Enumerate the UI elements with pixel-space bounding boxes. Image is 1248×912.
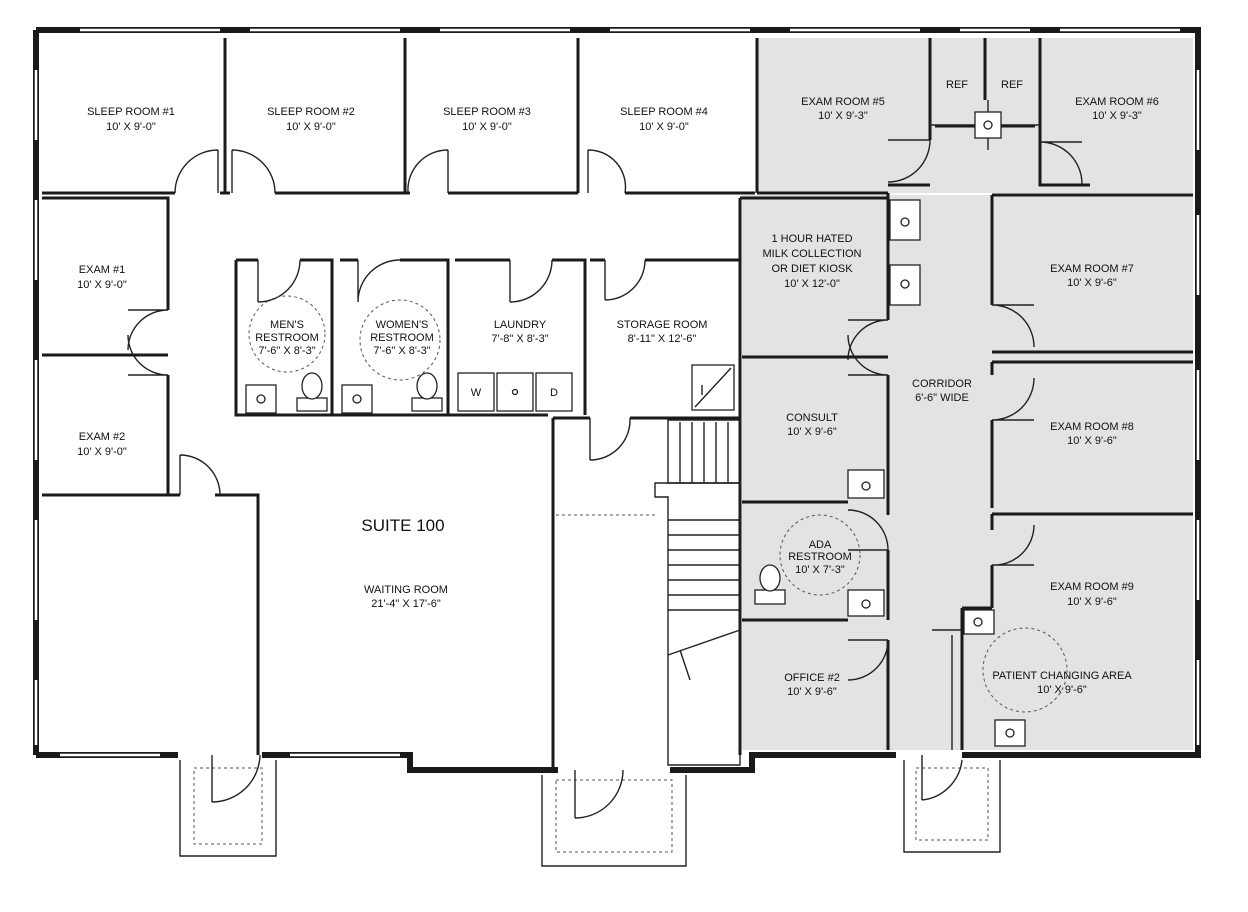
sleep-room-1-name: SLEEP ROOM #1	[87, 106, 175, 118]
changing-area-name: PATIENT CHANGING AREA	[992, 670, 1132, 682]
sleep-room-2-size: 10' X 9'-0"	[286, 121, 336, 133]
consult-size: 10' X 9'-6"	[787, 426, 837, 438]
office-2-size: 10' X 9'-6"	[787, 686, 837, 698]
office-2-name: OFFICE #2	[784, 672, 840, 684]
waiting-room-name: WAITING ROOM	[364, 584, 448, 596]
washer-label: W	[471, 387, 482, 399]
storage-room-name: STORAGE ROOM	[617, 319, 708, 331]
exterior-walls	[33, 27, 1201, 773]
turning-circles	[248, 295, 1068, 713]
ada-restroom-size: 10' X 7'-3"	[795, 564, 845, 576]
sleep-room-1-size: 10' X 9'-0"	[106, 121, 156, 133]
storage-room-size: 8'-11" X 12'-6"	[628, 333, 697, 345]
exam-room-7-size: 10' X 9'-6"	[1067, 277, 1117, 289]
exam-room-6-size: 10' X 9'-3"	[1092, 110, 1142, 122]
ref-right-label: REF	[1001, 79, 1023, 91]
kiosk-size: 10' X 12'-0"	[784, 278, 840, 290]
womens-restroom-size: 7'-6" X 8'-3"	[373, 345, 430, 357]
womens-restroom-line2: RESTROOM	[370, 332, 434, 344]
doors	[127, 139, 1083, 819]
kiosk-line2: MILK COLLECTION	[762, 248, 861, 260]
shaded-clinical-area	[742, 38, 1193, 750]
entry-porches	[179, 760, 1001, 867]
exam-room-5-name: EXAM ROOM #5	[801, 96, 885, 108]
dryer-label: D	[550, 387, 558, 399]
fixtures	[245, 100, 1040, 747]
exam-room-9-size: 10' X 9'-6"	[1067, 596, 1117, 608]
changing-area-size: 10' X 9'-6"	[1037, 684, 1087, 696]
sleep-room-4-name: SLEEP ROOM #4	[620, 106, 708, 118]
exam-room-5-size: 10' X 9'-3"	[818, 110, 868, 122]
exam-2-size: 10' X 9'-0"	[77, 446, 127, 458]
stairs	[556, 422, 741, 681]
exam-room-9-name: EXAM ROOM #9	[1050, 581, 1134, 593]
ada-restroom-line2: RESTROOM	[788, 551, 852, 563]
laundry-name: LAUNDRY	[494, 319, 547, 331]
corridor-name: CORRIDOR	[912, 378, 972, 390]
room-labels: SLEEP ROOM #1 10' X 9'-0" SLEEP ROOM #2 …	[77, 79, 1159, 698]
exam-1-size: 10' X 9'-0"	[77, 279, 127, 291]
ref-left-label: REF	[946, 79, 968, 91]
sleep-room-3-name: SLEEP ROOM #3	[443, 106, 531, 118]
sleep-room-3-size: 10' X 9'-0"	[462, 121, 512, 133]
exam-room-8-name: EXAM ROOM #8	[1050, 421, 1134, 433]
exam-room-6-name: EXAM ROOM #6	[1075, 96, 1159, 108]
sleep-room-2-name: SLEEP ROOM #2	[267, 106, 355, 118]
exam-2-name: EXAM #2	[79, 431, 125, 443]
exam-room-7-name: EXAM ROOM #7	[1050, 263, 1134, 275]
womens-restroom-line1: WOMEN'S	[376, 319, 429, 331]
suite-title: SUITE 100	[361, 516, 444, 535]
mens-restroom-line1: MEN'S	[270, 319, 304, 331]
corridor-size: 6'-6" WIDE	[915, 392, 969, 404]
mens-restroom-line2: RESTROOM	[255, 332, 319, 344]
kiosk-line1: 1 HOUR HATED	[771, 233, 852, 245]
waiting-room-size: 21'-4" X 17'-6"	[371, 598, 441, 610]
exam-1-name: EXAM #1	[79, 264, 125, 276]
laundry-size: 7'-8" X 8'-3"	[491, 333, 548, 345]
exam-room-8-size: 10' X 9'-6"	[1067, 435, 1117, 447]
kiosk-line3: OR DIET KIOSK	[771, 263, 853, 275]
mens-restroom-size: 7'-6" X 8'-3"	[258, 345, 315, 357]
sleep-room-4-size: 10' X 9'-0"	[639, 121, 689, 133]
consult-name: CONSULT	[786, 412, 838, 424]
ada-restroom-line1: ADA	[809, 539, 832, 551]
